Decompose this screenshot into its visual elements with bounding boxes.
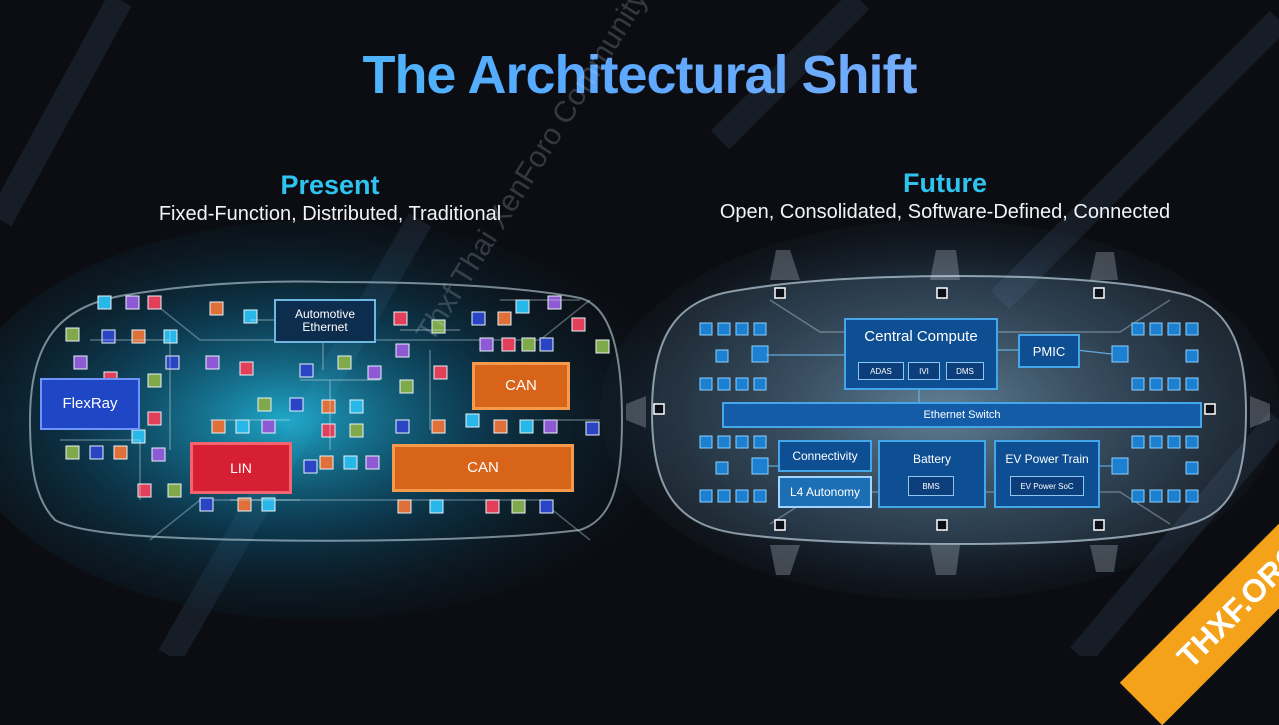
ecu-node xyxy=(303,459,318,474)
ecu-node xyxy=(131,329,146,344)
ecu-node xyxy=(151,447,166,462)
pmic-box: PMIC xyxy=(1018,334,1080,368)
ecu-node xyxy=(235,419,250,434)
ecu-node xyxy=(211,419,226,434)
ecu-node xyxy=(101,329,116,344)
page-title: The Architectural Shift xyxy=(0,44,1279,106)
ecu-node xyxy=(571,317,586,332)
connectivity-box: Connectivity xyxy=(778,440,872,472)
future-heading: Future xyxy=(903,168,987,198)
ecu-node xyxy=(465,413,480,428)
ev-power-train-box: EV Power Train EV Power SoC xyxy=(994,440,1100,508)
battery-label: Battery xyxy=(912,452,951,466)
ecu-node xyxy=(319,455,334,470)
ecu-node xyxy=(73,355,88,370)
lin-bus: LIN xyxy=(190,442,292,494)
adas-chip: ADAS xyxy=(858,362,904,380)
battery-box: Battery BMS xyxy=(878,440,986,508)
ecu-node xyxy=(397,499,412,514)
ecu-node xyxy=(257,397,272,412)
ecu-node xyxy=(395,343,410,358)
ecu-node xyxy=(395,419,410,434)
ecu-node xyxy=(349,399,364,414)
ecu-node xyxy=(131,429,146,444)
ecu-node xyxy=(137,483,152,498)
ecu-node xyxy=(595,339,610,354)
ecu-node xyxy=(65,445,80,460)
ivi-chip: IVI xyxy=(908,362,940,380)
ecu-node xyxy=(393,311,408,326)
automotive-ethernet-bus: Automotive Ethernet xyxy=(274,299,376,343)
present-car-outline xyxy=(28,280,624,542)
ecu-node xyxy=(493,419,508,434)
ecu-node xyxy=(97,295,112,310)
ecu-node xyxy=(539,499,554,514)
ecu-node xyxy=(547,295,562,310)
ecu-node xyxy=(209,301,224,316)
ecu-node xyxy=(165,355,180,370)
ecu-node xyxy=(543,419,558,434)
l4-autonomy-box: L4 Autonomy xyxy=(778,476,872,508)
present-ecu-nodes xyxy=(65,295,610,514)
ecu-node xyxy=(321,399,336,414)
ecu-node xyxy=(585,421,600,436)
ecu-node xyxy=(521,337,536,352)
ecu-node xyxy=(515,299,530,314)
ecu-node xyxy=(471,311,486,326)
ethernet-switch-bar: Ethernet Switch xyxy=(722,402,1202,428)
ecu-node xyxy=(89,445,104,460)
ecu-node xyxy=(365,455,380,470)
ecu-node xyxy=(205,355,220,370)
ecu-node xyxy=(349,423,364,438)
ecu-node xyxy=(539,337,554,352)
ecu-node xyxy=(237,497,252,512)
ecu-node xyxy=(167,483,182,498)
ecu-node xyxy=(147,411,162,426)
ecu-node xyxy=(321,423,336,438)
ev-power-train-label: EV Power Train xyxy=(1005,452,1089,466)
future-subtitle: Open, Consolidated, Software-Defined, Co… xyxy=(719,201,1171,223)
present-heading: Present xyxy=(280,170,380,200)
ev-power-soc-chip: EV Power SoC xyxy=(1010,476,1084,496)
ecu-node xyxy=(243,309,258,324)
ecu-node xyxy=(299,363,314,378)
central-compute-box: Central Compute ADAS IVI DMS xyxy=(844,318,998,390)
can-bus-lower: CAN xyxy=(392,444,574,492)
ecu-node xyxy=(147,373,162,388)
ecu-node xyxy=(239,361,254,376)
ecu-node xyxy=(337,355,352,370)
flexray-bus: FlexRay xyxy=(40,378,140,430)
ecu-node xyxy=(497,311,512,326)
ecu-node xyxy=(261,497,276,512)
ecu-node xyxy=(113,445,128,460)
ecu-node xyxy=(433,365,448,380)
ecu-node xyxy=(147,295,162,310)
ecu-node xyxy=(485,499,500,514)
ecu-node xyxy=(399,379,414,394)
ecu-node xyxy=(199,497,214,512)
bms-chip: BMS xyxy=(908,476,954,496)
ecu-node xyxy=(479,337,494,352)
future-sensors xyxy=(653,287,1216,531)
can-bus-upper: CAN xyxy=(472,362,570,410)
ecu-node xyxy=(429,499,444,514)
present-subtitle: Fixed-Function, Distributed, Traditional xyxy=(158,203,502,225)
future-node-clusters xyxy=(699,322,1199,503)
ecu-node xyxy=(367,365,382,380)
ecu-node xyxy=(289,397,304,412)
ecu-node xyxy=(519,419,534,434)
ecu-node xyxy=(431,419,446,434)
ecu-node xyxy=(501,337,516,352)
ecu-node xyxy=(343,455,358,470)
ecu-node xyxy=(261,419,276,434)
future-heading-block: Future Open, Consolidated, Software-Defi… xyxy=(640,168,1250,224)
central-compute-label: Central Compute xyxy=(864,328,978,345)
ecu-node xyxy=(65,327,80,342)
dms-chip: DMS xyxy=(946,362,984,380)
present-heading-block: Present Fixed-Function, Distributed, Tra… xyxy=(70,170,590,226)
ecu-node xyxy=(125,295,140,310)
ecu-node xyxy=(511,499,526,514)
